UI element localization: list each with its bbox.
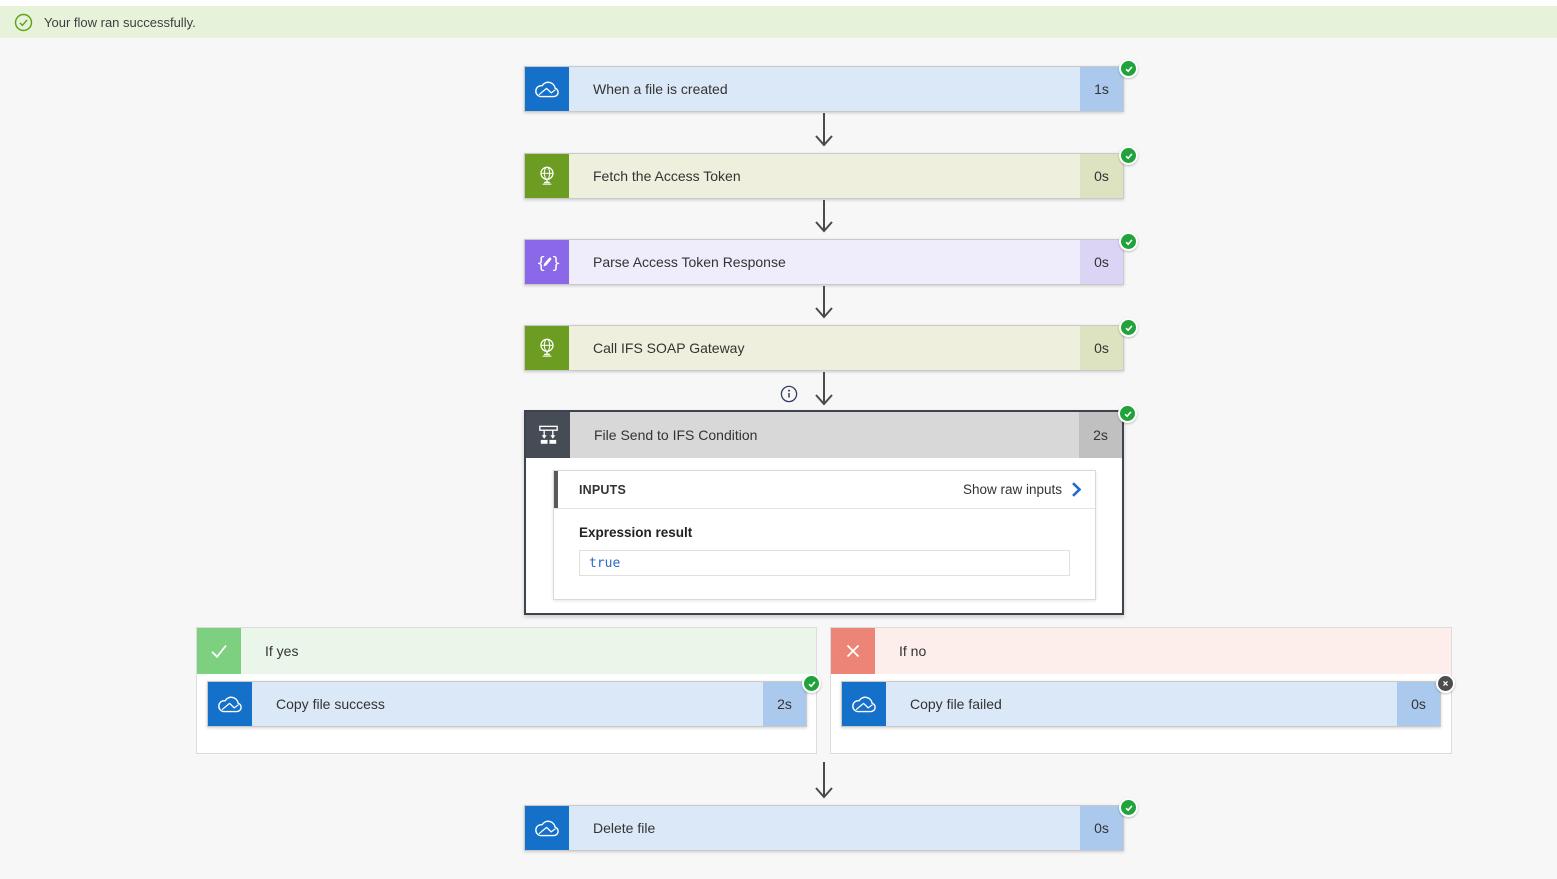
chevron-right-icon [1072,482,1081,497]
inputs-label: INPUTS [579,482,627,497]
node-duration: 2s [1079,412,1122,458]
success-circle-icon [14,13,33,32]
node-fetch-the-access-token[interactable]: Fetch the Access Token 0s [524,146,1138,199]
node-title: Parse Access Token Response [569,240,1080,284]
cancel-badge-icon [1436,674,1455,693]
check-badge-icon [1119,232,1138,251]
branch-if-yes-header[interactable]: If yes [197,628,816,674]
connector-arrow [815,286,833,319]
svg-text:{: { [536,253,546,272]
branch-if-yes: If yes Copy file success 2s [196,627,821,754]
connector-arrow [815,372,833,406]
check-badge-icon [1119,146,1138,165]
branch-label: If yes [241,628,816,674]
node-duration: 1s [1080,67,1123,111]
http-globe-icon [525,154,569,198]
condition-branch-icon [526,412,570,458]
expression-result-value: true [579,550,1070,576]
node-duration: 0s [1080,326,1123,370]
node-title: When a file is created [569,67,1080,111]
expression-result-label: Expression result [579,525,693,540]
node-title: File Send to IFS Condition [570,412,1079,458]
node-copy-file-failed[interactable]: Copy file failed 0s [841,674,1455,727]
node-parse-access-token-response[interactable]: { } Parse Access Token Response 0s [524,232,1138,285]
connector-arrow [815,762,833,799]
condition-header[interactable]: File Send to IFS Condition 2s [526,404,1137,458]
check-badge-icon [1118,404,1137,423]
run-status-banner: Your flow ran successfully. [0,6,1557,38]
show-raw-inputs-link[interactable]: Show raw inputs [963,482,1081,497]
http-globe-icon [525,326,569,370]
node-title: Copy file success [252,682,763,726]
show-raw-inputs-label: Show raw inputs [962,482,1062,497]
node-duration: 0s [1080,240,1123,284]
node-when-a-file-is-created[interactable]: When a file is created 1s [524,59,1138,112]
x-icon [831,628,875,674]
onedrive-cloud-icon [208,682,252,726]
inputs-panel-header: INPUTS Show raw inputs [554,471,1095,509]
branch-label: If no [875,628,1451,674]
node-delete-file[interactable]: Delete file 0s [524,798,1138,851]
branch-if-no-header[interactable]: If no [831,628,1451,674]
node-call-ifs-soap-gateway[interactable]: Call IFS SOAP Gateway 0s [524,318,1138,371]
node-title: Fetch the Access Token [569,154,1080,198]
onedrive-cloud-icon [525,806,569,850]
connector-arrow [815,113,833,147]
check-icon [197,628,241,674]
onedrive-cloud-icon [842,682,886,726]
check-badge-icon [1119,59,1138,78]
inputs-panel-body: Expression result true [554,509,1095,576]
run-status-message: Your flow ran successfully. [44,14,196,30]
inputs-accent-bar [554,471,558,508]
node-copy-file-success[interactable]: Copy file success 2s [207,674,821,727]
check-badge-icon [1119,318,1138,337]
svg-text:}: } [551,253,561,272]
node-duration: 0s [1397,682,1440,726]
node-title: Delete file [569,806,1080,850]
info-icon[interactable] [780,385,798,403]
node-duration: 0s [1080,806,1123,850]
onedrive-cloud-icon [525,67,569,111]
check-badge-icon [1119,798,1138,817]
inputs-panel: INPUTS Show raw inputs Expression result… [553,470,1096,600]
node-file-send-to-ifs-condition: File Send to IFS Condition 2s INPUTS Sho… [524,404,1137,615]
node-title: Copy file failed [886,682,1397,726]
branch-if-no: If no Copy file failed 0s [830,627,1455,754]
node-title: Call IFS SOAP Gateway [569,326,1080,370]
parse-json-icon: { } [525,240,569,284]
connector-arrow [815,200,833,233]
check-badge-icon [802,674,821,693]
node-duration: 2s [763,682,806,726]
node-duration: 0s [1080,154,1123,198]
